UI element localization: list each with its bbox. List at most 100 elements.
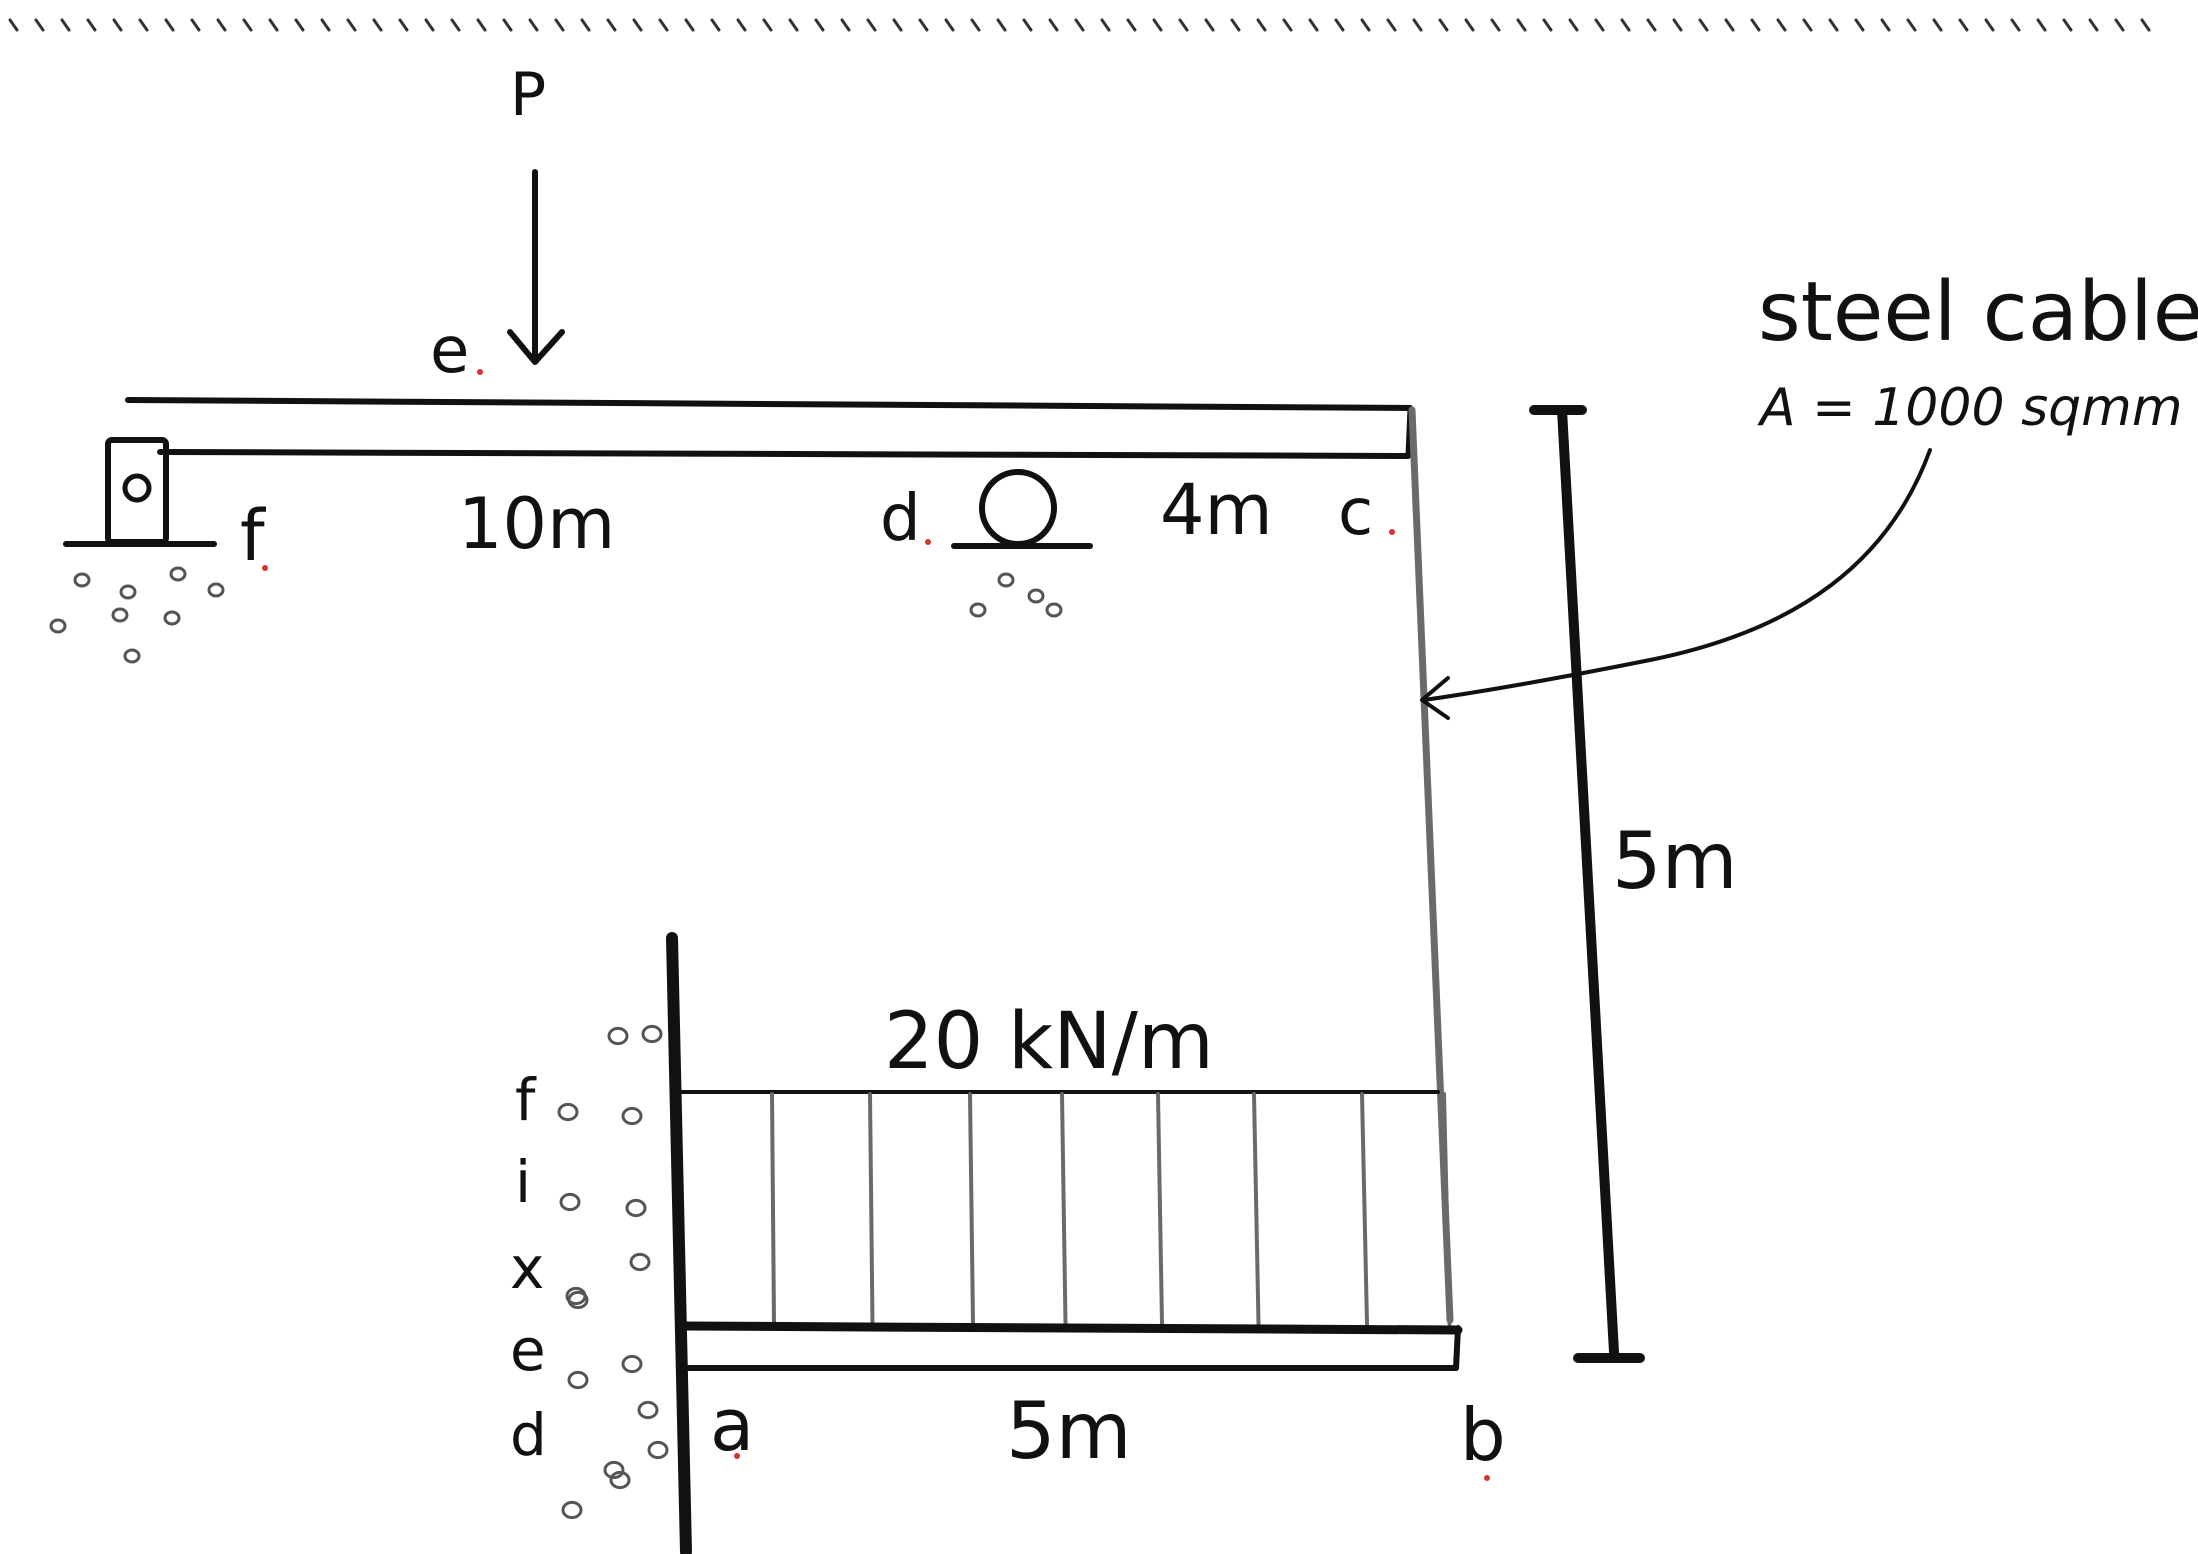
border-tick bbox=[866, 18, 877, 32]
border-tick bbox=[1022, 18, 1033, 32]
border-tick bbox=[788, 18, 799, 32]
pebble bbox=[621, 1354, 643, 1374]
border-tick bbox=[2140, 18, 2151, 32]
border-tick bbox=[1646, 18, 1657, 32]
pebble bbox=[73, 572, 91, 588]
border-tick bbox=[1672, 18, 1683, 32]
border-tick bbox=[1594, 18, 1605, 32]
steel-cable bbox=[1408, 406, 1454, 1324]
border-tick bbox=[190, 18, 201, 32]
span-label-fd: 10m bbox=[458, 483, 615, 565]
fixed-letter: x bbox=[510, 1234, 544, 1302]
bottom-beam bbox=[677, 1321, 1463, 1371]
border-tick bbox=[1282, 18, 1293, 32]
border-tick bbox=[1204, 18, 1215, 32]
border-tick bbox=[606, 18, 617, 32]
border-tick bbox=[268, 18, 279, 32]
udl-tick bbox=[968, 1092, 975, 1326]
border-tick bbox=[346, 18, 357, 32]
border-tick bbox=[34, 18, 45, 32]
border-tick bbox=[580, 18, 591, 32]
border-tick bbox=[424, 18, 435, 32]
dotted-border bbox=[8, 18, 2151, 32]
border-tick bbox=[294, 18, 305, 32]
udl-tick bbox=[1060, 1092, 1068, 1326]
border-tick bbox=[762, 18, 773, 32]
border-tick bbox=[1906, 18, 1917, 32]
border-tick bbox=[242, 18, 253, 32]
fixed-letter: d bbox=[510, 1401, 547, 1469]
pebble bbox=[997, 572, 1015, 588]
load-arrow-p bbox=[507, 169, 565, 365]
pebble bbox=[207, 582, 225, 598]
border-tick bbox=[554, 18, 565, 32]
span-label-ab: 5m bbox=[1006, 1387, 1132, 1477]
border-tick bbox=[2114, 18, 2125, 32]
border-tick bbox=[658, 18, 669, 32]
border-tick bbox=[1334, 18, 1345, 32]
border-tick bbox=[528, 18, 539, 32]
border-tick bbox=[86, 18, 97, 32]
border-tick bbox=[1178, 18, 1189, 32]
udl-tick bbox=[1442, 1092, 1452, 1326]
pebble bbox=[111, 607, 129, 623]
fixed-wall bbox=[666, 932, 692, 1554]
pebble bbox=[637, 1400, 659, 1420]
udl-tick bbox=[770, 1092, 776, 1326]
border-tick bbox=[2010, 18, 2021, 32]
pebble bbox=[559, 1192, 581, 1212]
pebble bbox=[621, 1106, 643, 1126]
border-tick bbox=[814, 18, 825, 32]
border-tick bbox=[1542, 18, 1553, 32]
distributed-load bbox=[678, 1090, 1452, 1326]
udl-tick bbox=[1156, 1092, 1164, 1326]
border-tick bbox=[1932, 18, 1943, 32]
border-tick bbox=[944, 18, 955, 32]
border-tick bbox=[1100, 18, 1111, 32]
fixed-letter: i bbox=[515, 1148, 531, 1216]
border-tick bbox=[1828, 18, 1839, 32]
border-tick bbox=[684, 18, 695, 32]
pebble bbox=[1027, 588, 1045, 604]
border-tick bbox=[320, 18, 331, 32]
cable-title: steel cable bbox=[1758, 265, 2198, 360]
pebble bbox=[561, 1500, 583, 1520]
border-tick bbox=[1724, 18, 1735, 32]
fixed-letter: f bbox=[515, 1066, 537, 1134]
height-dimension bbox=[1529, 405, 1645, 1363]
border-tick bbox=[60, 18, 71, 32]
border-tick bbox=[736, 18, 747, 32]
border-tick bbox=[1958, 18, 1969, 32]
border-tick bbox=[1048, 18, 1059, 32]
border-tick bbox=[112, 18, 123, 32]
border-tick bbox=[710, 18, 721, 32]
cable-callout-arrow bbox=[1420, 448, 1932, 720]
pebble bbox=[609, 1470, 631, 1490]
border-tick bbox=[138, 18, 149, 32]
pebble bbox=[119, 584, 137, 600]
border-tick bbox=[1230, 18, 1241, 32]
cable-area: A = 1000 sqmm bbox=[1757, 378, 2182, 438]
udl-label: 20 kN/m bbox=[884, 997, 1214, 1087]
border-tick bbox=[450, 18, 461, 32]
border-tick bbox=[1854, 18, 1865, 32]
top-beam bbox=[125, 397, 1413, 459]
border-tick bbox=[918, 18, 929, 32]
border-tick bbox=[970, 18, 981, 32]
border-tick bbox=[1776, 18, 1787, 32]
border-tick bbox=[8, 18, 19, 32]
border-tick bbox=[1152, 18, 1163, 32]
point-label-c: c bbox=[1338, 476, 1373, 550]
roller-support-d bbox=[951, 469, 1093, 618]
pebble bbox=[625, 1198, 647, 1218]
span-label-dc: 4m bbox=[1160, 469, 1273, 551]
border-tick bbox=[1256, 18, 1267, 32]
point-label-d: d bbox=[880, 482, 921, 556]
pebble bbox=[567, 1290, 589, 1310]
border-tick bbox=[1984, 18, 1995, 32]
border-tick bbox=[1464, 18, 1475, 32]
pebble bbox=[49, 618, 67, 634]
border-tick bbox=[1568, 18, 1579, 32]
border-tick bbox=[1074, 18, 1085, 32]
